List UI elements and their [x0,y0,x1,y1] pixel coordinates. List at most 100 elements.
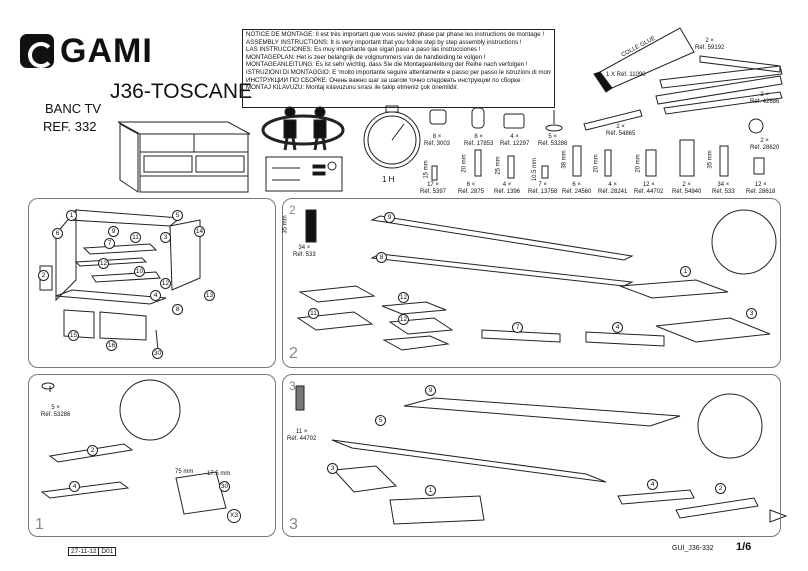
part-number: 12 [398,292,409,303]
tv-bench-illustration [117,121,251,193]
model-title: J36-TOSCANE [110,80,252,103]
footer-date: 27-11-12 D01 [68,547,117,556]
part-number: 4 [647,479,658,490]
step-number: 1 [35,516,44,533]
step3-diagram [295,385,788,525]
part-number: 30 [219,481,230,492]
hardware-label: 12 ×Réf. 28618 [746,182,776,195]
assembly-time: 1 H [382,175,395,184]
product-ref: REF. 332 [43,119,97,134]
glue-qty: 1 X Réf. 11090 [606,72,646,78]
brand-logo: GAMI [20,32,160,72]
notice-line: LAS INSTRUCCIONES: Es muy importante que… [246,46,481,54]
exploded-view-diagram [39,208,201,351]
hardware-label: 34 ×Réf. 533 [712,182,735,195]
size-label: 38 mm [561,150,568,169]
gami-logo-icon [20,34,54,68]
part-number: 12 [98,258,109,269]
part-number: 4 [612,322,623,333]
part-number: 13 [204,290,215,301]
part-number: 4 [150,290,161,301]
size-label: 25 mm [495,156,502,175]
part-number: 1 [66,210,77,221]
step-part-label: 5 ×Réf. 53286 [41,405,71,418]
size-label: 20 mm [593,154,600,173]
rail-label: 2 ×Réf. 54865 [606,124,636,137]
exploded-view-panel [28,198,276,368]
part-number: 15 [68,330,79,341]
part-number: 12 [160,278,171,289]
part-number: 14 [194,226,205,237]
size-label: 20 mm [635,154,642,173]
hardware-label: 6 ×Réf. 2875 [458,182,485,195]
hardware-label: 2 ×Réf. 54940 [672,182,702,195]
notice-line: MONTAGEANLEITUNG: Es ist sehr wichtig, d… [246,61,528,69]
hardware-label: 8 ×Réf. 17853 [464,134,494,147]
part-number: 1 [680,266,691,277]
notice-line: ИНСТРУКЦИИ ПО СБОРКЕ: Очень важно шаг за… [246,76,524,84]
notice-line: ISTRUZIONI DI MONTAGGIO: E 'molto import… [246,68,551,76]
part-number: 8 [376,252,387,263]
brand-name: GAMI [60,32,153,70]
part-number: 1 [425,485,436,496]
dimension-label: 75 mm [175,469,194,475]
part-number: 3 [746,308,757,319]
hardware-label: 17 ×Réf. 5397 [420,182,447,195]
size-label: 20 mm [461,154,468,173]
footer-code: GUI_J36-332 [672,545,714,552]
notice-line: NOTICE DE MONTAGE: Il est très important… [246,31,545,38]
notice-line: MONTAJ KILAVUZU: Montaj kılavuzunu sıras… [246,84,459,92]
tools-box [265,156,343,192]
hardware-label: 7 ×Réf. 13758 [528,182,558,195]
size-label: 35 mm [282,215,289,234]
part-number: 2 [87,445,98,456]
step-1-panel: 1 5 ×Réf. 53286 75 mm 17.5 mm X3 2 4 30 [28,374,276,537]
step-number: 2 [289,345,298,362]
part-number: 3 [160,232,171,243]
multiplier-badge: X3 [227,509,241,523]
step-number: 3 [289,379,296,393]
size-label: 15 mm [423,160,430,179]
two-persons-icon [261,106,345,151]
part-number: 3 [327,463,338,474]
screwdriver-icon [272,161,337,181]
glue-tube-icon [593,27,695,93]
hardware-label: 4 ×Réf. 1396 [494,182,521,195]
part-number: 11 [308,308,319,319]
part-number: 16 [106,340,117,351]
page-number: 1/6 [736,541,752,553]
part-number: 5 [172,210,183,221]
hardware-label: 4 ×Réf. 12297 [500,134,530,147]
hardware-label: 6 ×Réf. 24560 [562,182,592,195]
part-number: 4 [69,481,80,492]
part-number: 12 [398,314,409,325]
part-number: 30 [152,348,163,359]
step-number: 3 [289,516,298,533]
rail-label: 2 ×Réf. 42686 [750,92,780,105]
step-3-panel: 3 3 11 ×Réf. 44702 9 5 3 1 4 2 [282,374,781,537]
part-number: 5 [375,415,386,426]
step-part-label: 11 ×Réf. 44702 [287,429,317,442]
rail-label: 2 ×Réf. 28620 [750,138,780,151]
part-number: 2 [38,270,49,281]
hardware-label: 12 ×Réf. 44702 [634,182,664,195]
part-number: 10 [134,266,145,277]
part-number: 9 [425,385,436,396]
drawer-rail-icon [583,55,783,131]
hardware-bottom-icons [431,139,765,181]
step-2-panel: 2 2 34 ×Réf. 533 35 mm [282,198,781,368]
step-part-label: 34 ×Réf. 533 [293,245,316,258]
size-label: 35 mm [707,150,714,169]
step2-diagram [296,209,777,351]
rail-label: 2 ×Réf. 59192 [695,38,725,51]
dimension-label: 17.5 mm [207,471,231,477]
product-name: BANC TV [45,101,102,116]
notice-line: MONTAGEPLAN: Het is zeer belangrijk de v… [246,53,486,61]
hardware-label: 4 ×Réf. 28241 [598,182,628,195]
size-label: 10.5 mm [532,157,539,182]
notice-line: ASSEMBLY INSTRUCTIONS: It is very import… [246,38,522,46]
part-number: 6 [52,228,63,239]
product-info: BANC TV REF. 332 [43,100,102,136]
part-number: 2 [715,483,726,494]
